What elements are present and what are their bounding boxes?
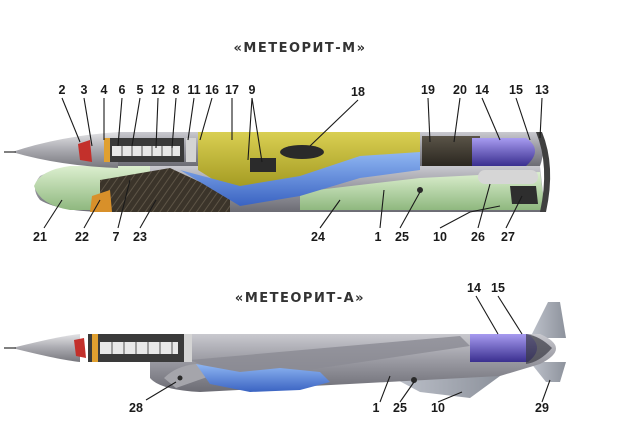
orange-band (104, 138, 110, 162)
air-duct-blue (196, 364, 330, 392)
label: 25 (393, 401, 407, 415)
label: 3 (81, 83, 88, 97)
label: 10 (433, 230, 447, 244)
label: 1 (373, 401, 380, 415)
seeker-red (74, 338, 86, 358)
label: 20 (453, 83, 467, 97)
label: 7 (113, 230, 120, 244)
fastener-25 (411, 377, 417, 383)
meteorit-m-leaders-top (61, 97, 543, 163)
label: 28 (129, 401, 143, 415)
label: 17 (225, 83, 239, 97)
meteorit-a-title: «МЕТЕОРИТ-А» (235, 291, 365, 306)
combustor-purple (472, 138, 535, 166)
label: 11 (187, 83, 200, 97)
label: 13 (535, 83, 549, 97)
meteorit-a-leaders (145, 295, 551, 403)
label: 29 (535, 401, 549, 415)
label: 6 (119, 83, 126, 97)
label: 14 (467, 281, 481, 295)
meteorit-m-labels-bottom: 21 22 7 23 24 1 25 10 26 27 (33, 230, 515, 244)
bulkhead (186, 138, 196, 162)
electronics-cells (111, 342, 173, 354)
orange-band (92, 334, 98, 362)
tail-fin-upper (530, 302, 566, 338)
electronics-board (112, 146, 180, 156)
label: 19 (421, 83, 435, 97)
equipment-9 (250, 158, 276, 172)
orange-element (90, 190, 112, 212)
label: 8 (173, 83, 180, 97)
label: 16 (205, 83, 219, 97)
nose-cone (12, 132, 118, 168)
label: 24 (311, 230, 325, 244)
intake-marker (177, 375, 183, 381)
tail-fin-lower (530, 362, 566, 382)
label: 2 (59, 83, 66, 97)
label: 1 (375, 230, 382, 244)
label: 9 (249, 83, 256, 97)
label: 27 (501, 230, 515, 244)
rear-tube (478, 170, 538, 184)
wing (190, 336, 470, 380)
label: 21 (33, 230, 47, 244)
rear-nozzle (510, 186, 538, 204)
meteorit-m-leaders-bottom (43, 179, 523, 229)
meteorit-a-labels: 14 15 28 1 25 10 29 (129, 281, 549, 415)
label: 5 (137, 83, 144, 97)
combustor-purple (470, 334, 537, 362)
meteorit-m-title: «МЕТЕОРИТ-М» (233, 41, 366, 56)
seeker-red (78, 140, 92, 162)
lower-cavity (100, 168, 230, 212)
nose-cone (12, 334, 80, 362)
label: 22 (75, 230, 89, 244)
rear-end (526, 334, 552, 364)
ventral-fin (390, 376, 500, 398)
label: 15 (509, 83, 523, 97)
electronics-board (100, 342, 178, 354)
label: 18 (351, 85, 365, 99)
fastener-25 (417, 187, 423, 193)
label: 25 (395, 230, 409, 244)
warhead-pod (280, 145, 324, 159)
rear-end (536, 132, 551, 212)
air-duct-blue (180, 152, 420, 206)
label: 4 (101, 83, 108, 97)
label: 10 (431, 401, 445, 415)
label: 15 (491, 281, 505, 295)
meteorit-m-labels-top: 2 3 4 6 5 12 8 11 16 17 9 18 19 20 14 15… (59, 83, 549, 99)
bulkhead (184, 334, 192, 362)
label: 26 (471, 230, 485, 244)
engine-section (422, 136, 480, 166)
fuel-tank-yellow (198, 132, 420, 190)
label: 14 (475, 83, 489, 97)
label: 12 (151, 83, 165, 97)
label: 23 (133, 230, 147, 244)
meteorit-m-missile (4, 132, 551, 212)
meteorit-a-missile (4, 302, 566, 398)
